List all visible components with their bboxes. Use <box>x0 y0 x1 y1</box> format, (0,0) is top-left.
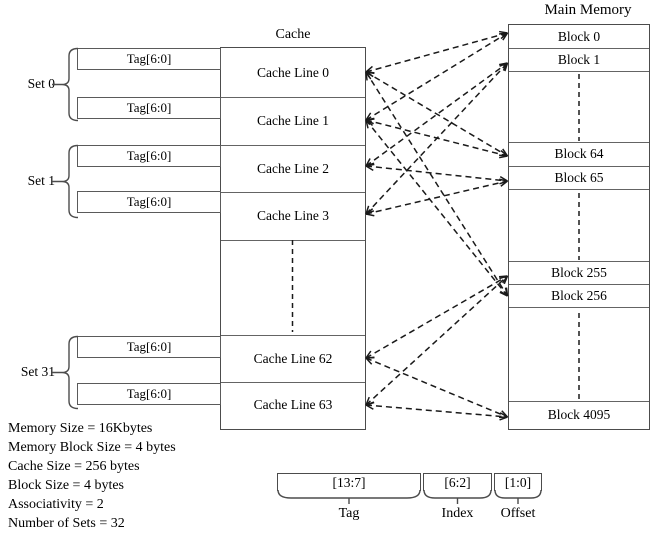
set1-label: Set 1 <box>27 173 55 188</box>
memory-block-256: Block 256 <box>509 284 649 308</box>
param-block-size: Block Size = 4 bytes <box>8 478 124 493</box>
cache-line-3: Cache Line 3 <box>221 192 365 241</box>
tag-box-set0-way1: Tag[6:0] <box>77 97 221 119</box>
address-tag-brace <box>277 490 421 504</box>
address-offset-brace <box>494 490 542 504</box>
param-associativity: Associativity = 2 <box>8 497 104 512</box>
memory-ellipsis-region-1 <box>509 71 649 143</box>
cache-line-62: Cache Line 62 <box>221 335 365 383</box>
address-tag-field: [13:7] <box>277 473 421 491</box>
memory-block-1: Block 1 <box>509 48 649 72</box>
memory-block-0: Block 0 <box>509 25 649 49</box>
set1-brace <box>52 144 79 219</box>
cache-title: Cache <box>275 27 311 42</box>
set0-label: Set 0 <box>27 76 55 91</box>
cache-line-1: Cache Line 1 <box>221 97 365 146</box>
memory-ellipsis-region-3 <box>509 307 649 402</box>
tag-box-set31-way1: Tag[6:0] <box>77 383 221 405</box>
address-index-brace <box>423 490 492 504</box>
param-memory-size: Memory Size = 16Kbytes <box>8 421 153 436</box>
cache-line-2: Cache Line 2 <box>221 145 365 193</box>
parameters-block: Memory Size = 16Kbytes Memory Block Size… <box>8 419 176 533</box>
address-offset-label: Offset <box>500 506 536 521</box>
memory-ellipsis-region-2 <box>509 189 649 262</box>
tag-box-set1-way1: Tag[6:0] <box>77 191 221 213</box>
memory-block-4095: Block 4095 <box>547 406 611 422</box>
set0-brace <box>52 47 79 122</box>
set31-label: Set 31 <box>20 364 55 379</box>
memory-block-64: Block 64 <box>509 142 649 167</box>
tag-box-set1-way0: Tag[6:0] <box>77 145 221 167</box>
cache-line-0: Cache Line 0 <box>221 48 365 98</box>
cache-column: Cache Line 0 Cache Line 1 Cache Line 2 C… <box>220 47 366 430</box>
main-memory-column: Block 0 Block 1 Block 64 Block 65 Block … <box>508 24 650 430</box>
cache-line-63: Cache Line 63 <box>253 397 333 412</box>
address-index-field: [6:2] <box>423 473 492 491</box>
tag-box-set31-way0: Tag[6:0] <box>77 336 221 358</box>
main-memory-title: Main Memory <box>544 2 632 18</box>
address-offset-field: [1:0] <box>494 473 542 491</box>
set31-brace <box>52 335 79 410</box>
memory-block-255: Block 255 <box>509 261 649 285</box>
tag-box-set0-way0: Tag[6:0] <box>77 48 221 70</box>
param-memory-block-size: Memory Block Size = 4 bytes <box>8 440 176 455</box>
address-index-label: Index <box>441 506 474 521</box>
memory-block-65: Block 65 <box>509 166 649 190</box>
param-number-of-sets: Number of Sets = 32 <box>8 516 125 531</box>
param-cache-size: Cache Size = 256 bytes <box>8 459 140 474</box>
cache-ellipsis-region <box>221 240 365 336</box>
address-tag-label: Tag <box>338 506 360 521</box>
